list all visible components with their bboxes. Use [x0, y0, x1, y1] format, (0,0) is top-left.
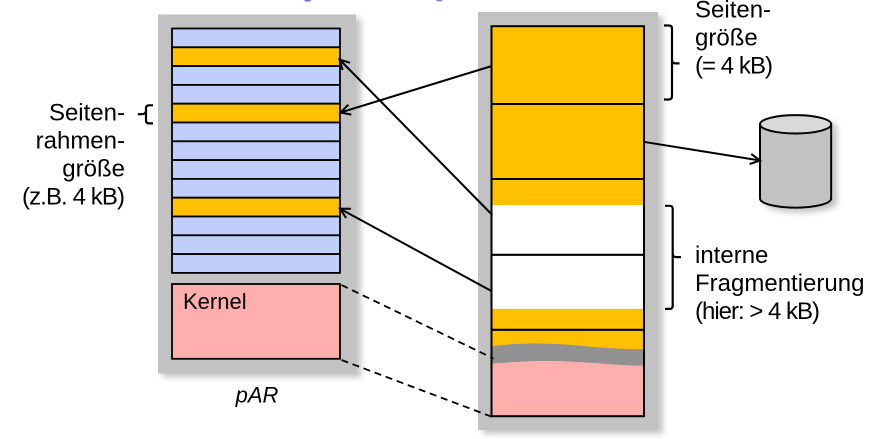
- svg-text:Seiten-: Seiten-: [49, 100, 125, 127]
- svg-text:(z.B. 4 kB): (z.B. 4 kB): [22, 184, 125, 211]
- svg-text:rahmen-: rahmen-: [36, 128, 125, 155]
- svg-text:Seiten-: Seiten-: [695, 0, 771, 24]
- svg-text:(hier: > 4 kB): (hier: > 4 kB): [695, 298, 820, 325]
- svg-text:größe: größe: [695, 25, 758, 52]
- svg-text:pAR: pAR: [235, 383, 279, 408]
- svg-text:größe: größe: [62, 156, 125, 183]
- svg-text:interne: interne: [695, 242, 768, 269]
- svg-text:(= 4 kB): (= 4 kB): [695, 53, 773, 80]
- svg-text:Fragmentierung: Fragmentierung: [695, 270, 864, 297]
- svg-text:Kernel: Kernel: [183, 289, 247, 314]
